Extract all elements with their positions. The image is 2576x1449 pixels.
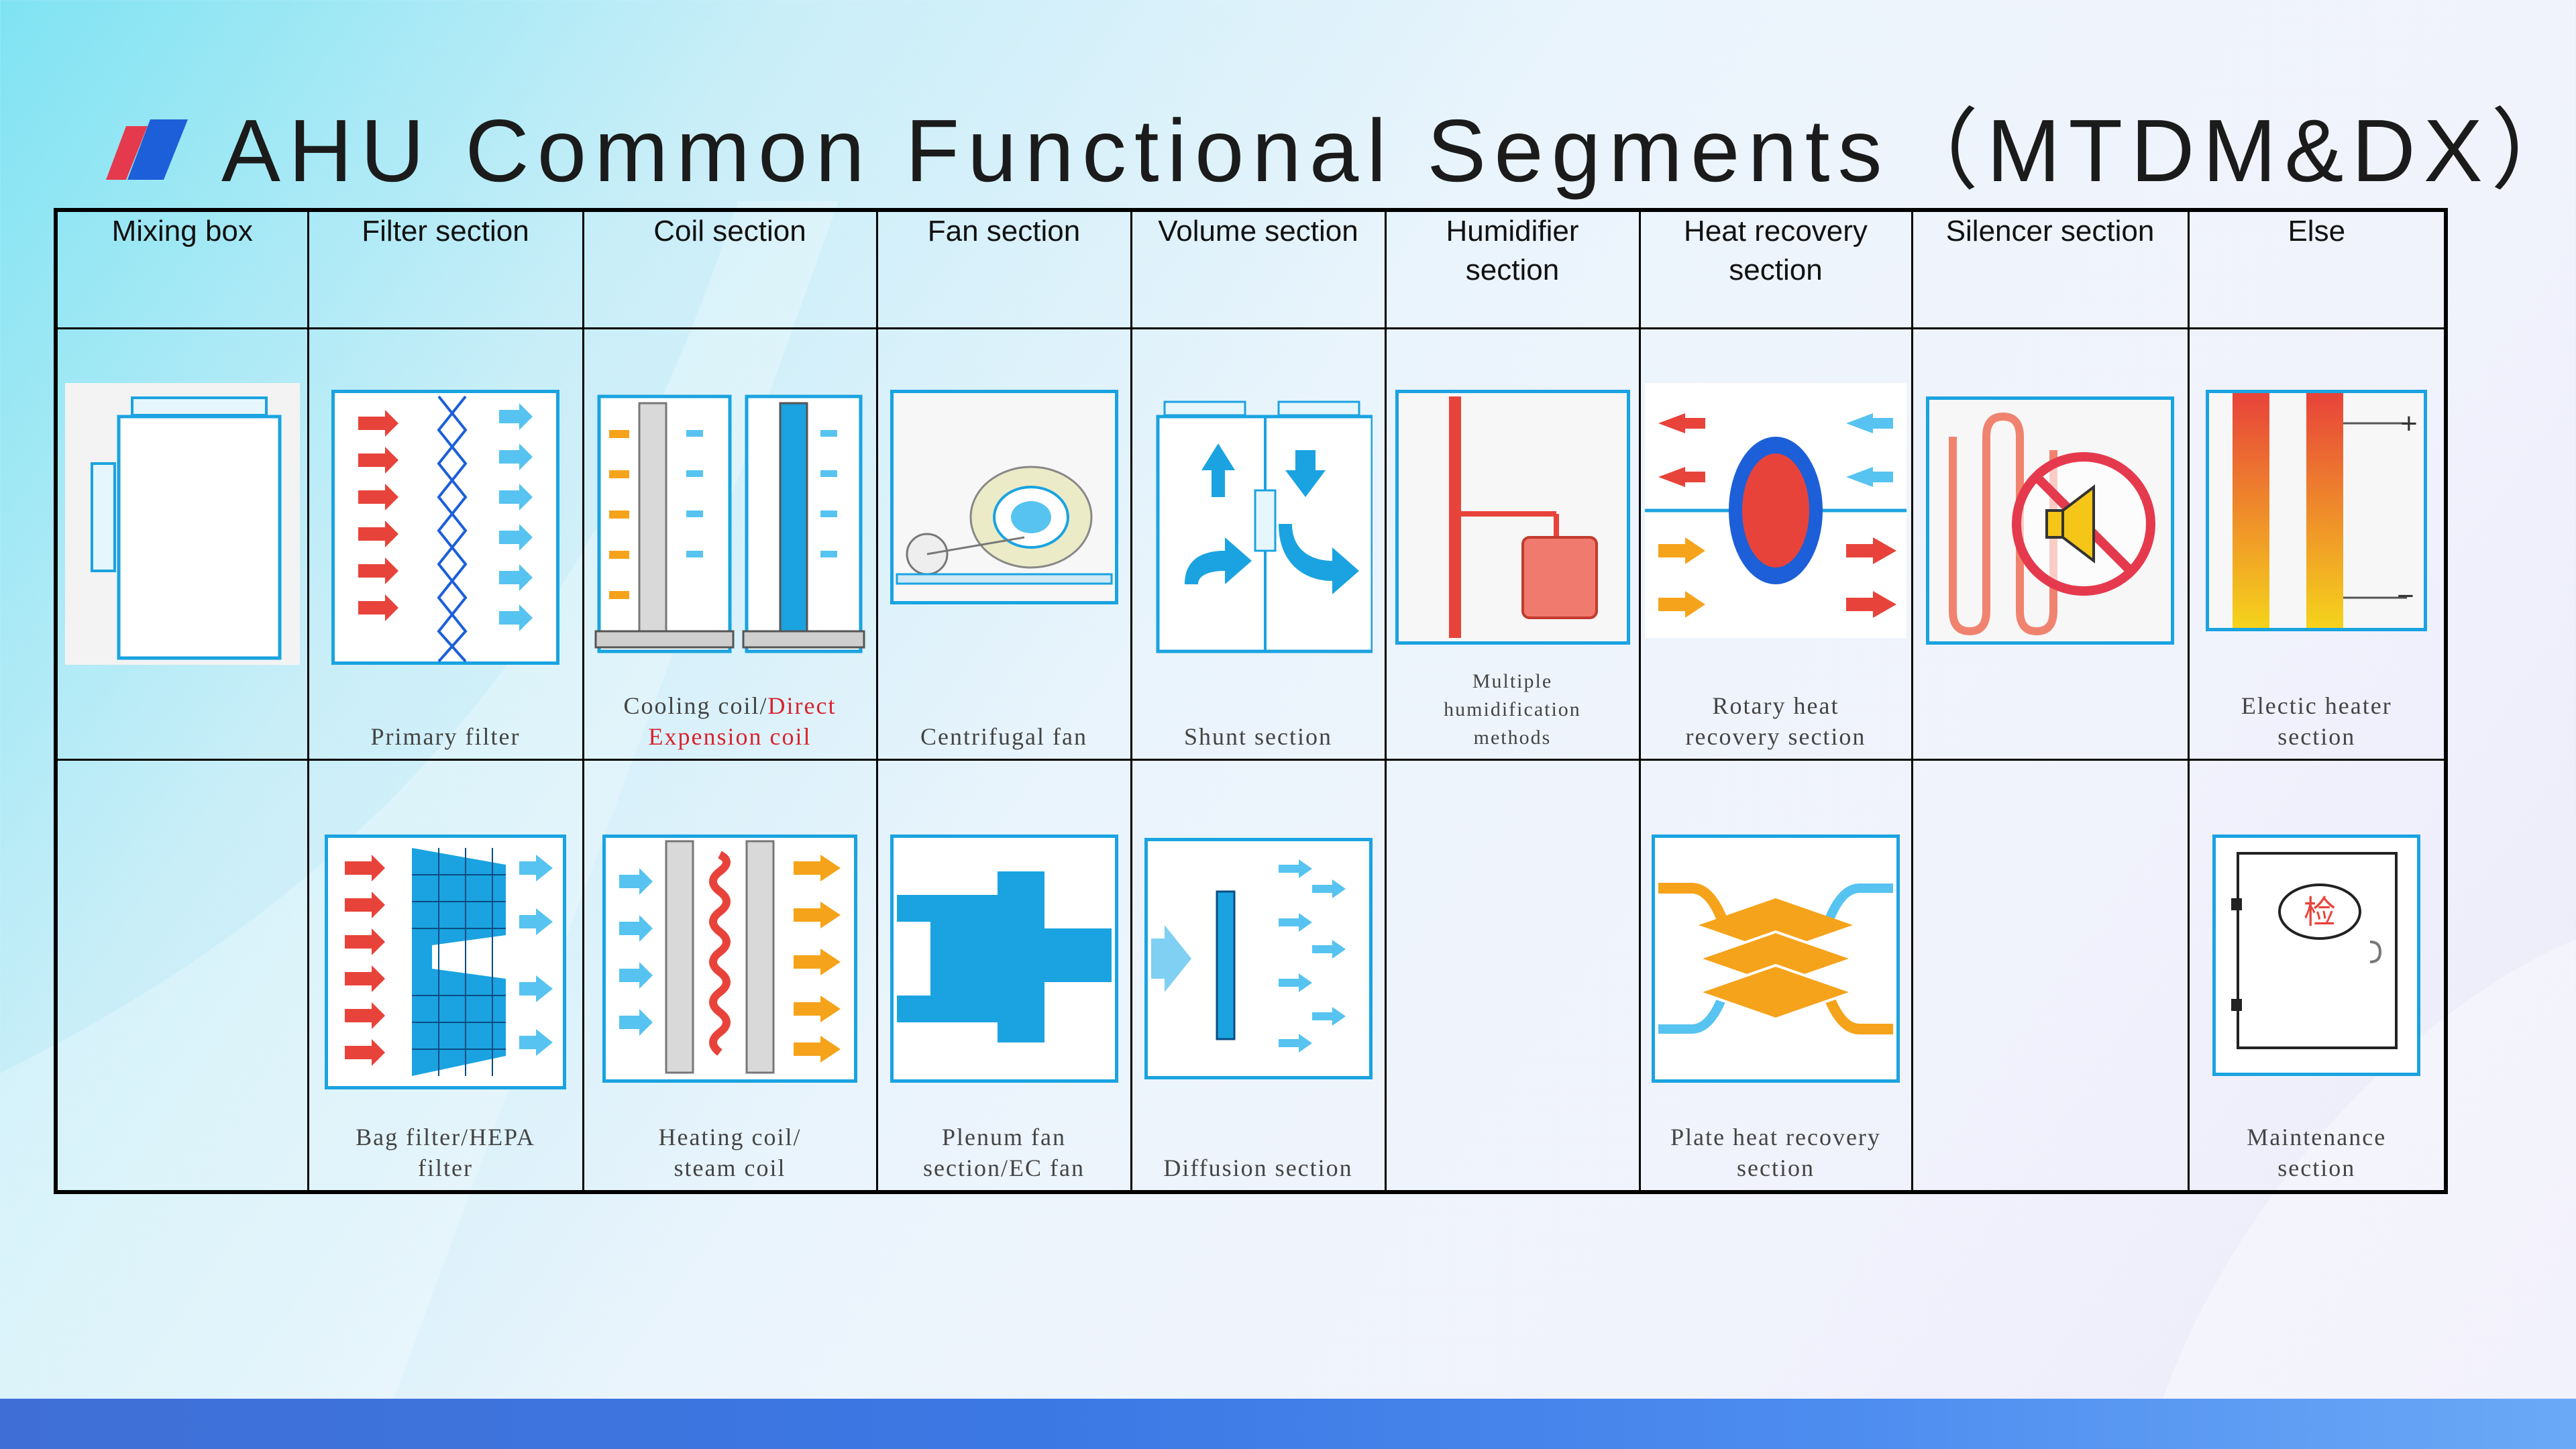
caption-rotary-heat-recovery: Rotary heat recovery section	[1685, 692, 1866, 750]
centrifugal-fan-icon	[890, 390, 1118, 604]
plenum-fan-icon	[890, 835, 1118, 1083]
caption-shunt-section: Shunt section	[1184, 723, 1332, 750]
header-heat-recovery-section: Heat recovery section	[1638, 209, 1913, 329]
header-heat-recovery-label: Heat recovery section	[1684, 215, 1868, 286]
header-filter-section: Filter section	[307, 209, 584, 329]
header-humidifier-section: Humidifier section	[1384, 209, 1641, 329]
cell-empty-humidifier	[1384, 759, 1641, 1193]
cell-empty-mixing	[54, 759, 309, 1193]
caption-primary-filter: Primary filter	[370, 723, 521, 750]
heater-minus-sign: −	[2397, 580, 2414, 612]
caption-humidifier: Multiple humidification methods	[1444, 670, 1581, 749]
shunt-section-icon	[1156, 400, 1373, 653]
header-else: Else	[2187, 209, 2447, 329]
caption-plate-heat-recovery: Plate heat recovery section	[1670, 1124, 1881, 1181]
cooling-coil-icon	[594, 394, 865, 653]
cell-maintenance-section: 检 Maintenance section	[2187, 759, 2447, 1193]
header-mixing-box: Mixing box	[54, 209, 309, 329]
cell-plate-heat-recovery: Plate heat recovery section	[1638, 759, 1913, 1193]
maintenance-door-label: 检	[2304, 894, 2336, 931]
rotary-heat-recovery-icon	[1645, 383, 1907, 638]
humidifier-icon	[1395, 390, 1630, 645]
caption-cooling-coil-b: Direct Expension coil	[648, 692, 837, 750]
header-volume-section: Volume section	[1130, 209, 1387, 329]
caption-bag-filter: Bag filter/HEPA filter	[356, 1124, 535, 1181]
primary-filter-icon	[331, 390, 559, 665]
cell-cooling-coil: Cooling coil/Direct Expension coil	[582, 327, 878, 761]
brand-logo	[106, 119, 188, 180]
cell-heating-coil: Heating coil/ steam coil	[582, 759, 878, 1193]
cell-electric-heater: + − Electic heater section	[2187, 327, 2447, 761]
footer-bar	[0, 1399, 2576, 1449]
electric-heater-icon: + −	[2206, 390, 2428, 631]
caption-plenum-fan: Plenum fan section/EC fan	[923, 1124, 1085, 1181]
header-coil-section: Coil section	[582, 209, 878, 329]
page-title: AHU Common Functional Segments（MTDM&DX）	[221, 101, 2576, 200]
segment-row-2: Bag filter/HEPA filter	[54, 759, 2447, 1193]
cell-humidifier: Multiple humidification methods	[1384, 327, 1641, 761]
caption-cooling-coil-a: Cooling coil/	[623, 692, 768, 719]
segments-table: Mixing box Filter section Coil section F…	[54, 208, 2448, 1194]
mixing-box-icon	[64, 383, 300, 665]
header-fan-section: Fan section	[875, 209, 1132, 329]
header-row: Mixing box Filter section Coil section F…	[54, 209, 2447, 329]
caption-electric-heater: Electic heater section	[2241, 692, 2392, 750]
cell-diffusion-section: Diffusion section	[1130, 759, 1387, 1193]
header-humidifier-label: Humidifier section	[1446, 215, 1579, 286]
heater-plus-sign: +	[2400, 407, 2418, 440]
caption-maintenance-section: Maintenance section	[2247, 1124, 2387, 1181]
silencer-icon	[1926, 396, 2174, 645]
cell-bag-filter: Bag filter/HEPA filter	[307, 759, 584, 1193]
bag-filter-icon	[325, 835, 566, 1089]
plate-heat-recovery-icon	[1652, 835, 1900, 1083]
cell-rotary-heat-recovery: Rotary heat recovery section	[1638, 327, 1913, 761]
cell-silencer	[1911, 327, 2190, 761]
caption-diffusion-section: Diffusion section	[1163, 1155, 1353, 1181]
header-silencer-section: Silencer section	[1911, 209, 2190, 329]
cell-empty-silencer	[1911, 759, 2190, 1193]
diffusion-section-icon	[1144, 838, 1373, 1079]
cell-plenum-fan: Plenum fan section/EC fan	[875, 759, 1132, 1193]
heating-coil-icon	[602, 835, 857, 1083]
caption-heating-coil: Heating coil/ steam coil	[658, 1124, 802, 1181]
cell-primary-filter: Primary filter	[307, 327, 584, 761]
cell-shunt-section: Shunt section	[1130, 327, 1387, 761]
caption-cooling-coil: Cooling coil/Direct Expension coil	[584, 690, 876, 752]
cell-mixing-box	[54, 327, 309, 761]
segment-row-1: Primary filter	[54, 327, 2447, 761]
maintenance-section-icon: 检	[2212, 835, 2421, 1076]
caption-centrifugal-fan: Centrifugal fan	[920, 723, 1087, 750]
cell-centrifugal-fan: Centrifugal fan	[875, 327, 1132, 761]
